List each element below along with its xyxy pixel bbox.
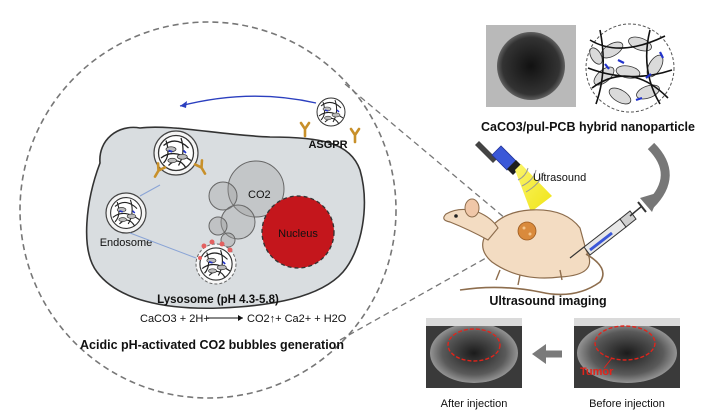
endosome-vesicle	[105, 192, 147, 234]
ultrasound-probe-icon	[475, 141, 522, 175]
nucleus-label: Nucleus	[278, 228, 318, 240]
before-injection-label: Before injection	[589, 398, 665, 410]
ultrasound-label: Ultrasound	[533, 172, 586, 184]
endocytic-vesicle	[153, 130, 199, 176]
mouse-tumor	[517, 221, 537, 241]
nanoparticle-icon	[316, 97, 346, 127]
syringe-icon	[569, 201, 647, 259]
ultrasound-imaging-label: Ultrasound imaging	[489, 294, 606, 308]
reaction-left: CaCO3 + 2H+	[140, 313, 210, 325]
internalization-arrow	[179, 95, 317, 107]
nucleus	[261, 195, 335, 269]
magnification-dashed-circle	[19, 21, 397, 399]
endosome-label: Endosome	[100, 237, 153, 249]
before-injection-image	[574, 318, 680, 388]
lysosome-vesicle	[195, 239, 237, 285]
bottom-caption: Acidic pH-activated CO2 bubbles generati…	[80, 338, 344, 352]
nanoparticle-schematic	[585, 23, 675, 113]
after-injection-label: After injection	[441, 398, 508, 410]
zoom-guide-line-top	[344, 83, 519, 230]
receptor-icon	[299, 121, 311, 138]
co2-label: CO2	[248, 189, 271, 201]
reaction-right: CO2↑+ Ca2+ + H2O	[247, 313, 347, 325]
nanoparticle-label: CaCO3/pul-PCB hybrid nanoparticle	[481, 120, 695, 134]
after-injection-image	[426, 318, 522, 388]
receptor-icon	[349, 127, 361, 144]
lysosome-label: Lysosome (pH 4.3-5.8)	[157, 294, 279, 306]
asgpr-label: ASGPR	[308, 139, 347, 151]
mouse-icon	[443, 198, 604, 296]
tumor-label: Tumor	[580, 366, 614, 378]
co2-bubbles	[208, 160, 285, 248]
